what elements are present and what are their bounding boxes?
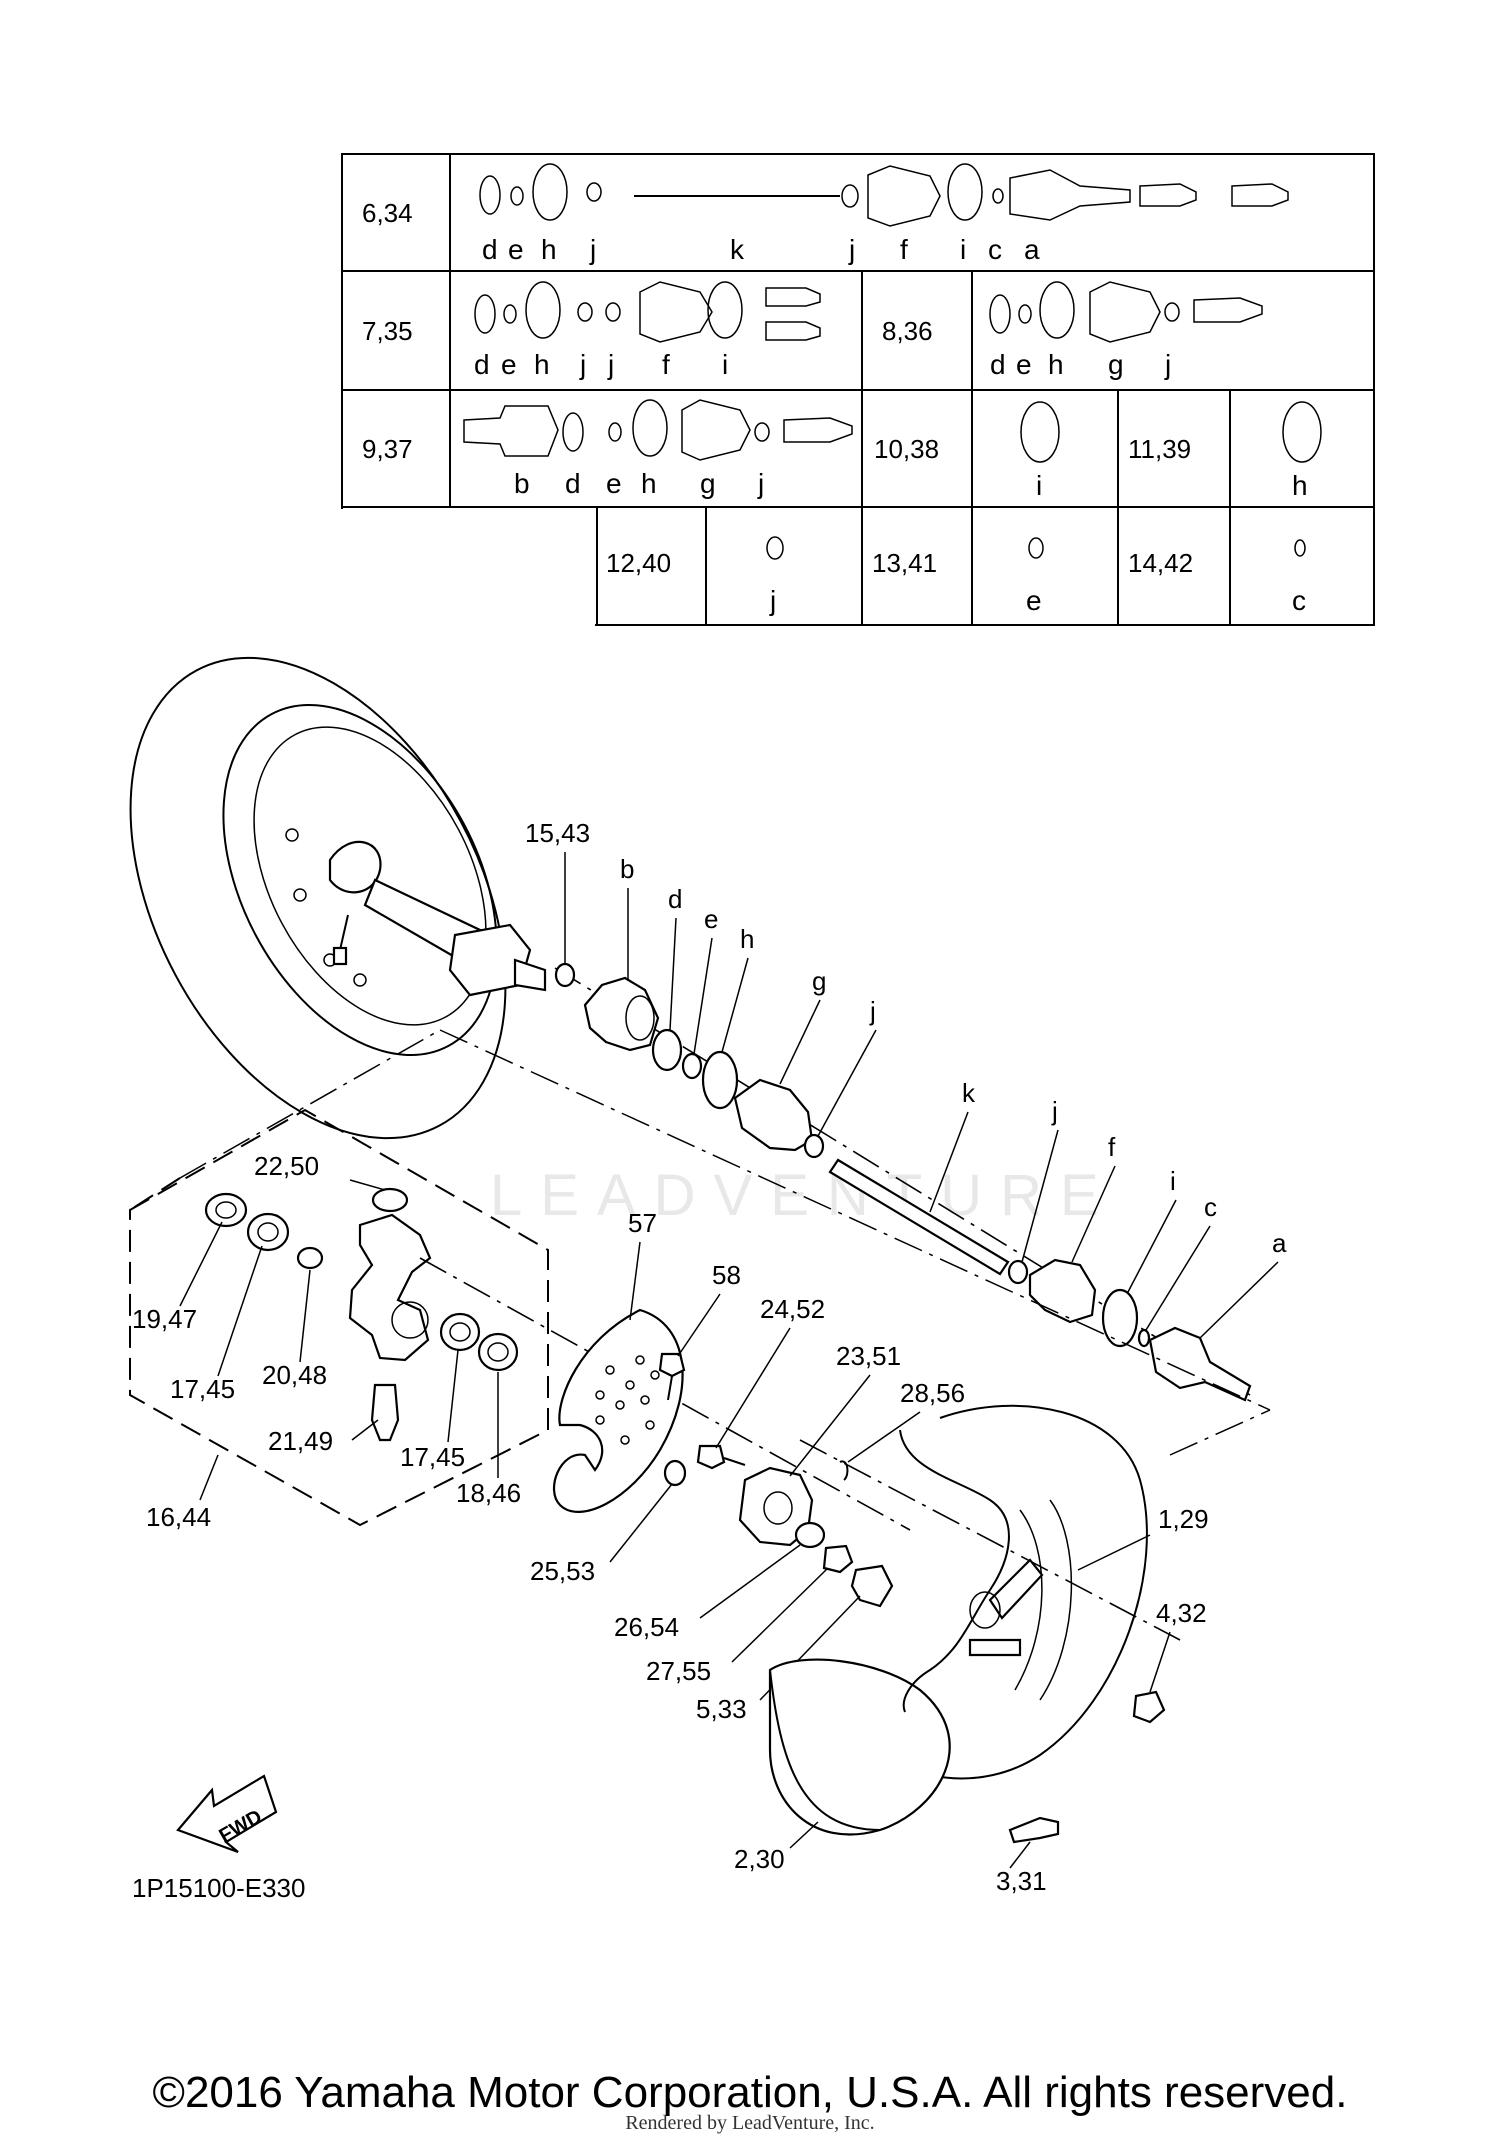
watermark-text: LEADVENTURE [490,1163,1117,1228]
callout-3-31: 3,31 [996,1866,1047,1896]
kit-row-1-letter-j2: j [848,234,855,265]
kit-9-37-letter-h: h [641,468,657,499]
callout-58: 58 [712,1260,741,1290]
kit-8-36-letter-e: e [1016,349,1032,380]
callout-k: k [962,1078,976,1108]
kit-row-2-letter-j: j [579,349,586,380]
callout-20-48: 20,48 [262,1360,327,1390]
kit-9-37-letter-b: b [514,468,530,499]
kit-number-10-38: 10,38 [874,434,939,464]
hub-and-brake-assembly [552,1308,1181,1641]
callout-16-44: 16,44 [146,1502,211,1532]
callout-21-49: 21,49 [268,1426,333,1456]
callout-i: i [1170,1166,1176,1196]
kit-12-40-letter-j: j [769,585,776,616]
kit-table: 6,34 7,35 8,36 9,37 10,38 11,39 12,40 13… [340,153,1375,629]
kit-row-1-letter-j: j [589,234,596,265]
band-i-icon [1020,401,1060,463]
rendered-by-notice: Rendered by LeadVenture, Inc. [625,2112,875,2134]
kit-8-36-letter-d: d [990,349,1006,380]
kit-number-11-39: 11,39 [1128,434,1191,464]
kit-row-1-letter-d: d [482,234,498,265]
kit-9-37-letter-g: g [700,468,716,499]
callout-4-32: 4,32 [1156,1598,1207,1628]
kit-row-2-letter-f: f [662,349,670,380]
kit-row-1-letter-k: k [730,234,745,265]
kit-number-12-40: 12,40 [606,548,671,578]
kit-8-36-letter-g: g [1108,349,1124,380]
callout-g: g [812,966,826,996]
kit-13-41-letter-e: e [1026,585,1042,616]
callout-15-43: 15,43 [525,818,590,848]
kit-row-1-letter-f: f [900,234,908,265]
kit-row-1-parts [479,163,1289,227]
callout-22-50: 22,50 [254,1151,319,1181]
kit-8-36-parts [989,281,1263,343]
callout-27-55: 27,55 [646,1656,711,1686]
callout-5-33: 5,33 [696,1694,747,1724]
callout-h: h [740,924,754,954]
kit-number-6-34: 6,34 [362,198,413,228]
kit-number-7-35: 7,35 [362,316,413,346]
ring-e-icon [1028,537,1044,559]
kit-8-36-letter-h: h [1048,349,1064,380]
callout-j2: j [1051,1096,1058,1126]
kit-number-14-42: 14,42 [1128,548,1193,578]
callout-18-46: 18,46 [456,1478,521,1508]
callout-23-51: 23,51 [836,1341,901,1371]
clip-j-icon [766,536,784,560]
kit-row-2-letter-j2: j [607,349,614,380]
callout-c: c [1204,1192,1217,1222]
callout-a: a [1272,1228,1287,1258]
kit-9-37-letter-e: e [606,468,622,499]
kit-row-1-letter-c: c [988,234,1002,265]
copyright-notice: ©2016 Yamaha Motor Corporation, U.S.A. A… [152,2068,1348,2117]
kit-11-39-letter-h: h [1292,470,1308,501]
diagram-code: 1P15100-E330 [132,1873,305,1903]
callout-25-53: 25,53 [530,1556,595,1586]
callout-17-45-a: 17,45 [170,1374,235,1404]
kit-14-42-letter-c: c [1292,585,1306,616]
kit-number-8-36: 8,36 [882,316,933,346]
knuckle-assembly [129,1108,911,1531]
kit-9-37-letter-d: d [565,468,581,499]
kit-row-2-letter-e: e [501,349,517,380]
kit-row-2-letter-d: d [474,349,490,380]
fwd-arrow-icon: FWD [176,1774,278,1854]
callout-j: j [869,996,876,1026]
callout-1-29: 1,29 [1158,1504,1209,1534]
kit-row-2-letter-h: h [534,349,550,380]
front-wheel-illustration [768,1404,1166,1844]
kit-9-37-letter-j: j [757,468,764,499]
kit-8-36-letter-j: j [1164,349,1171,380]
kit-row-1-letter-i: i [960,234,966,265]
kit-row-1-letter-h: h [541,234,557,265]
callout-17-45-b: 17,45 [400,1442,465,1472]
upper-wheel-illustration [129,656,547,1140]
callout-28-56: 28,56 [900,1378,965,1408]
band-h-icon [1282,401,1322,463]
callout-26-54: 26,54 [614,1612,679,1642]
callout-57: 57 [628,1208,657,1238]
kit-row-1-letter-e: e [508,234,524,265]
callout-2-30: 2,30 [734,1844,785,1874]
callout-b: b [620,854,634,884]
kit-row-2-letter-i: i [722,349,728,380]
ring-c-icon [1294,539,1306,557]
callout-e: e [704,904,718,934]
kit-number-13-41: 13,41 [872,548,937,578]
kit-9-37-parts [463,399,853,461]
callout-f: f [1108,1132,1116,1162]
kit-row-2-parts [474,281,821,343]
callout-24-52: 24,52 [760,1294,825,1324]
drive-shaft-assembly [179,962,1271,1456]
callout-19-47: 19,47 [132,1304,197,1334]
kit-row-1-letter-a: a [1024,234,1040,265]
kit-10-38-letter-i: i [1036,470,1042,501]
kit-number-9-37: 9,37 [362,434,413,464]
callout-d: d [668,884,682,914]
